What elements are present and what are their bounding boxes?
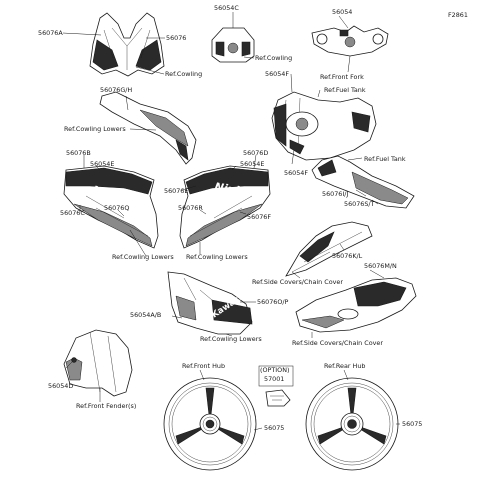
fuel-tank-left-decal	[273, 103, 287, 147]
tail-cowl-group	[295, 277, 417, 333]
front-fender-shape[interactable]	[63, 329, 133, 397]
part-number-56076st: 56076S/T	[344, 200, 375, 208]
ref-cowling-lowers-4: Ref.Cowling Lowers	[200, 335, 262, 343]
lower-cowling-group: Kawasaki	[167, 271, 254, 335]
part-number-56076q: 56076Q	[104, 204, 129, 212]
option-box-label: (OPTION)	[260, 366, 289, 374]
part-number-56054f-top: 56054F	[265, 70, 289, 78]
option-box-part: 57001	[264, 375, 284, 383]
part-number-56076r: 56076R	[178, 204, 203, 212]
part-number-56054f-bottom: 56054F	[284, 169, 308, 177]
figure-code: F2861	[448, 11, 468, 19]
part-number-56054e-left: 56054E	[90, 160, 114, 168]
left-middle-cowling-group: Ninja	[63, 165, 159, 249]
upper-cowling-group	[89, 12, 165, 77]
part-number-56075-right: 56075	[402, 420, 422, 428]
fuel-tank-right-decal	[351, 111, 371, 133]
ninja-mark-right: Ninja	[213, 180, 247, 198]
part-number-56054c: 56054C	[214, 4, 239, 12]
part-number-56054d: 56054D	[48, 382, 73, 390]
part-number-56076mn: 56076M/N	[364, 262, 397, 270]
option-box-frame	[258, 365, 294, 387]
option-tool-shape[interactable]	[265, 389, 291, 407]
ref-fuel-tank-1: Ref.Fuel Tank	[324, 86, 366, 94]
meter-panel-center	[227, 42, 239, 54]
part-number-56076c: 56076C	[60, 209, 85, 217]
upper-cowling-right-decal	[135, 39, 162, 71]
top-bridge-group	[311, 25, 389, 57]
part-number-56076d: 56076D	[243, 149, 268, 157]
ref-cowling-lowers-3: Ref.Cowling Lowers	[186, 253, 248, 261]
part-number-56075-left: 56075	[264, 424, 284, 432]
ref-fuel-tank-2: Ref.Fuel Tank	[364, 155, 406, 163]
front-fender-group	[63, 329, 133, 397]
upper-cowling-inner	[103, 29, 151, 59]
ref-cowling-lowers-2: Ref.Cowling Lowers	[112, 253, 174, 261]
upper-cowling-left-decal	[92, 39, 119, 71]
ref-front-fork: Ref.Front Fork	[320, 73, 364, 81]
rear-wheel-group	[305, 377, 399, 471]
ref-cowling-lowers-1: Ref.Cowling Lowers	[64, 125, 126, 133]
part-number-56076ij: 56076I/J	[322, 190, 348, 198]
fuel-tank-group	[271, 91, 377, 161]
side-cover-group	[285, 221, 373, 277]
part-number-56076a: 56076A	[38, 29, 63, 37]
part-number-56054e-right: 56054E	[240, 160, 264, 168]
part-number-56054ab: 56054A/B	[130, 311, 161, 319]
ref-front-fender: Ref.Front Fender(s)	[76, 402, 136, 410]
meter-panel-group	[211, 27, 255, 63]
part-number-56076gh: 56076G/H	[100, 86, 132, 94]
cowling-side-group	[99, 91, 197, 165]
ref-cowling-1: Ref.Cowling	[165, 70, 202, 78]
seat-cover-group	[311, 155, 415, 209]
part-number-56076op: 56076O/P	[257, 298, 289, 306]
part-number-56076f: 56076F	[247, 213, 271, 221]
ref-side-covers-1: Ref.Side Covers/Chain Cover	[252, 278, 343, 286]
fuel-tank-shape[interactable]	[271, 91, 377, 161]
part-number-56076b: 56076B	[66, 149, 91, 157]
front-wheel-group	[163, 377, 257, 471]
part-number-56076kl: 56076K/L	[332, 252, 363, 260]
part-number-56054: 56054	[332, 8, 352, 16]
part-number-56076: 56076	[166, 34, 186, 42]
option-box-group: (OPTION) 57001	[258, 365, 294, 407]
ref-front-hub: Ref.Front Hub	[182, 362, 225, 370]
right-middle-cowling-group: Ninja	[179, 165, 271, 249]
ref-rear-hub: Ref.Rear Hub	[324, 362, 365, 370]
part-number-56076e: 56076E	[164, 187, 188, 195]
ref-side-covers-2: Ref.Side Covers/Chain Cover	[292, 339, 383, 347]
cowling-side-shape[interactable]	[99, 91, 197, 165]
ref-cowling-2: Ref.Cowling	[255, 54, 292, 62]
